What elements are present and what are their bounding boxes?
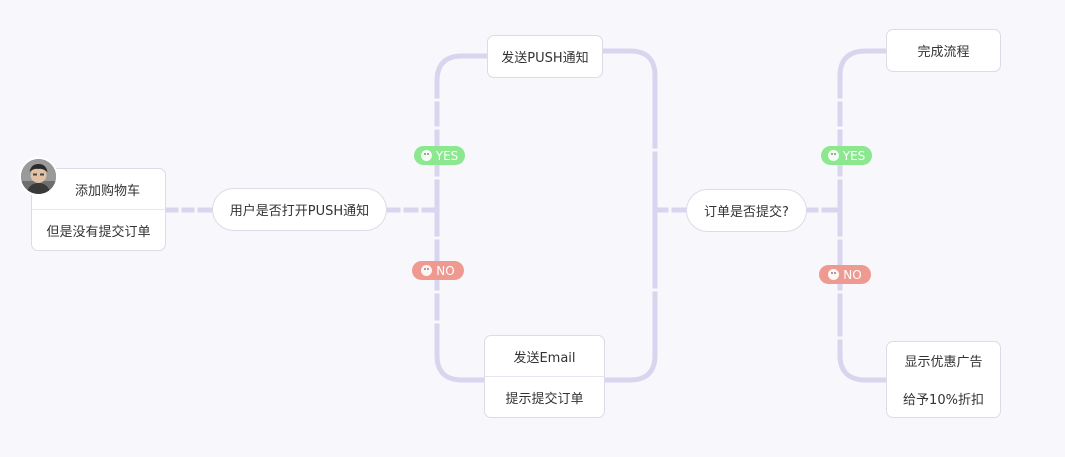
sad-face-icon [828, 269, 840, 280]
node-send-email[interactable]: 发送Email 提示提交订单 [484, 335, 605, 418]
node-promo-line1: 显示优惠广告 [904, 355, 983, 371]
badge-yes-1-label: YES [435, 148, 459, 163]
node-add-cart-line2: 但是没有提交订单 [32, 209, 165, 250]
avatar-person-icon [21, 159, 56, 194]
node-add-cart-line1: 添加购物车 [74, 183, 140, 199]
node-order-check-label: 订单是否提交? [704, 205, 789, 220]
node-promo-line2: 给予10%折扣 [903, 392, 984, 408]
node-complete[interactable]: 完成流程 [886, 29, 1001, 72]
node-send-email-line2: 提示提交订单 [485, 376, 604, 417]
edge-branch1-left [434, 53, 490, 383]
badge-no-2: NO [819, 265, 871, 284]
node-order-check[interactable]: 订单是否提交? [686, 189, 807, 232]
badge-no-1: NO [412, 261, 464, 280]
edge-branch2 [837, 48, 889, 383]
node-promo[interactable]: 显示优惠广告 给予10%折扣 [886, 341, 1001, 418]
badge-yes-1: YES [414, 146, 465, 165]
node-push-check[interactable]: 用户是否打开PUSH通知 [212, 188, 387, 231]
badge-yes-2-label: YES [842, 148, 866, 163]
edge-branch1-right [599, 48, 658, 383]
sad-face-icon [421, 265, 433, 276]
badge-no-1-label: NO [436, 263, 455, 278]
node-send-email-line1: 发送Email [513, 350, 576, 366]
smile-face-icon [827, 150, 839, 161]
badge-yes-2: YES [821, 146, 872, 165]
node-push-check-label: 用户是否打开PUSH通知 [229, 204, 370, 219]
node-complete-label: 完成流程 [917, 45, 970, 60]
user-avatar [19, 157, 58, 196]
badge-no-2-label: NO [843, 267, 862, 282]
smile-face-icon [420, 150, 432, 161]
node-send-push[interactable]: 发送PUSH通知 [487, 35, 603, 78]
node-send-push-label: 发送PUSH通知 [501, 51, 589, 66]
